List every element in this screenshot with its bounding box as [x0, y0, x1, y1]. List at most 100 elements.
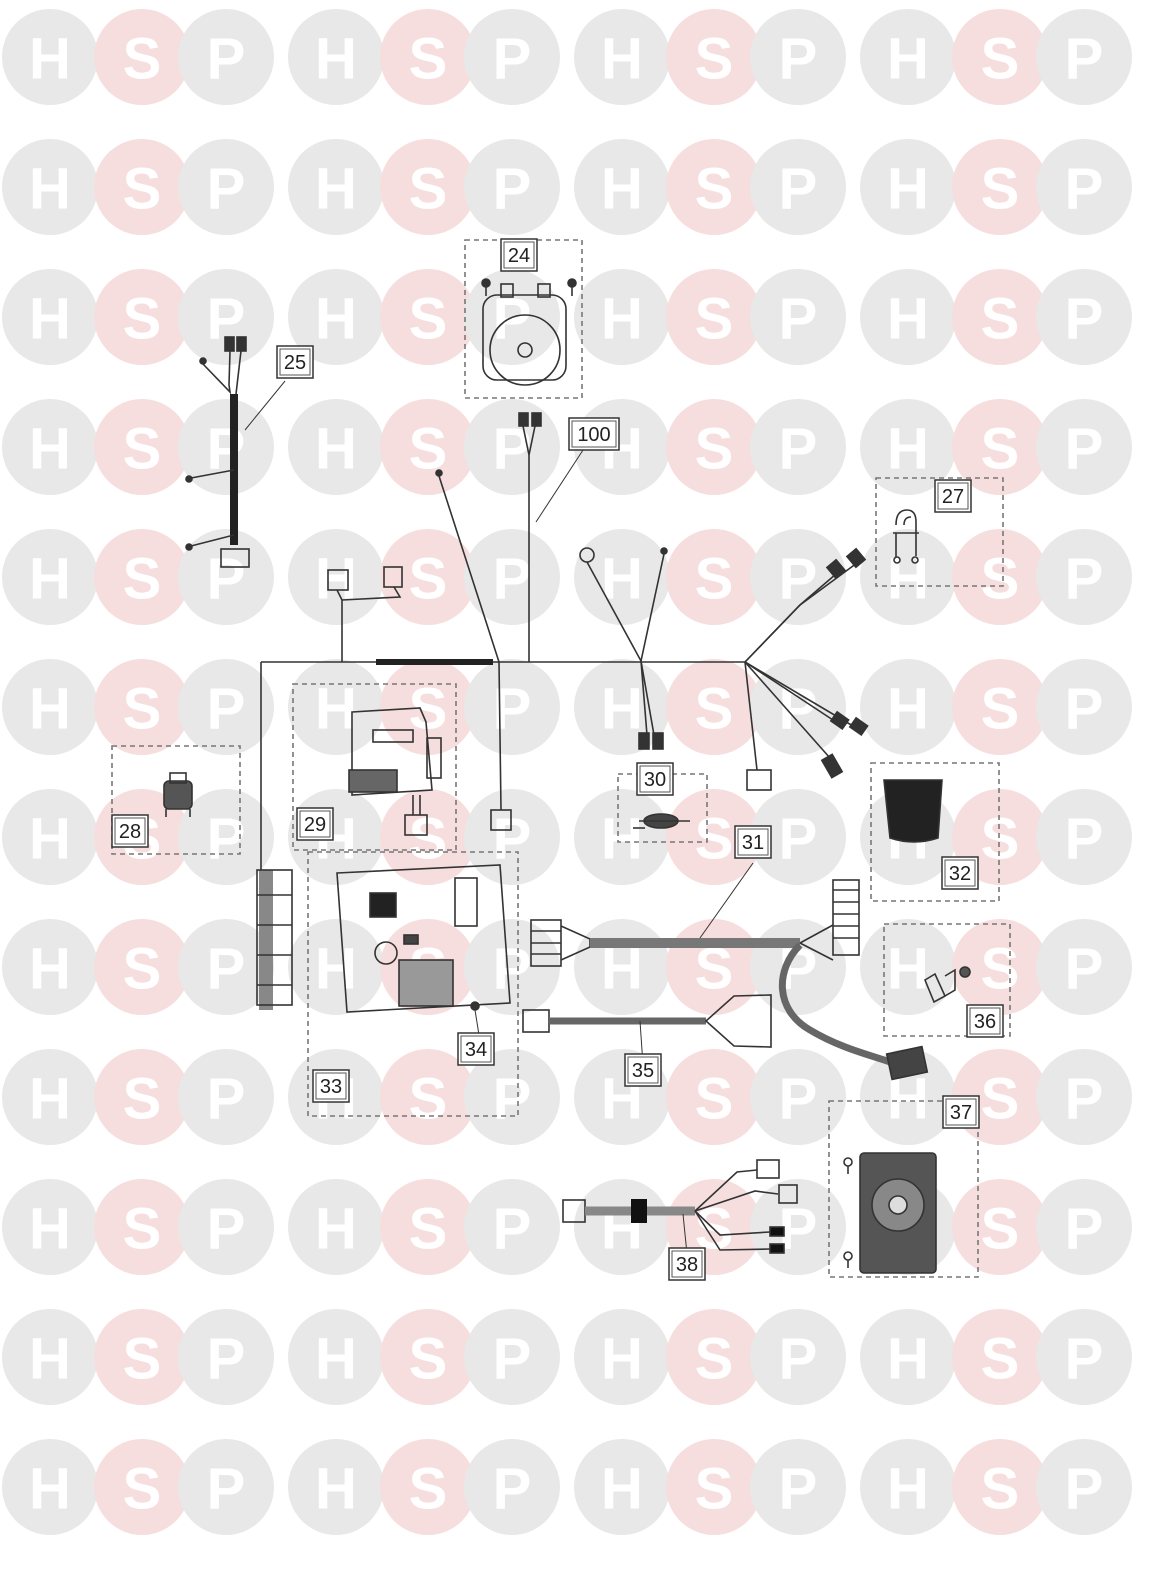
part-32-cover [883, 779, 943, 843]
watermark-letter: H [315, 27, 357, 92]
watermark-letter: S [123, 287, 162, 352]
watermark-letter: P [779, 1457, 818, 1522]
watermark-letter: H [887, 417, 929, 482]
callout-27: 27 [934, 479, 972, 513]
watermark-s-badge: S [380, 139, 476, 235]
watermark-p-badge: P [750, 919, 846, 1015]
callout-33: 33 [312, 1069, 350, 1103]
watermark-letter: S [123, 1327, 162, 1392]
watermark-s-badge: S [94, 529, 190, 625]
part-37-ignition-unit [843, 1152, 937, 1274]
watermark-h-badge: H [288, 399, 384, 495]
watermark-s-badge: S [666, 9, 762, 105]
callout-25: 25 [276, 345, 314, 379]
watermark-letter: P [779, 417, 818, 482]
watermark-s-badge: S [380, 659, 476, 755]
watermark-h-badge: H [574, 1439, 670, 1535]
watermark-h-badge: H [288, 1179, 384, 1275]
watermark-h-badge: H [2, 659, 98, 755]
watermark-letter: H [315, 1457, 357, 1522]
watermark-s-badge: S [380, 789, 476, 885]
callout-label: 37 [950, 1102, 972, 1124]
watermark-letter: S [981, 937, 1020, 1002]
watermark-p-badge: P [1036, 9, 1132, 105]
watermark-letter: H [315, 547, 357, 612]
watermark-letter: S [123, 27, 162, 92]
watermark-letter: S [409, 1197, 448, 1262]
callout-label: 36 [974, 1011, 996, 1033]
callout-100: 100 [568, 417, 620, 451]
watermark-letter: H [887, 677, 929, 742]
part-24-pressure-switch [481, 278, 577, 386]
watermark-letter: H [29, 547, 71, 612]
watermark-s-badge: S [952, 269, 1048, 365]
watermark-h-badge: H [574, 529, 670, 625]
watermark-p-badge: P [464, 529, 560, 625]
watermark-letter: H [601, 807, 643, 872]
watermark-p-badge: P [750, 399, 846, 495]
part-30-box [617, 773, 708, 843]
watermark-letter: P [779, 547, 818, 612]
part-36-bracket [923, 966, 971, 1004]
watermark-letter: H [29, 417, 71, 482]
watermark-p-badge: P [750, 1049, 846, 1145]
watermark-p-badge: P [1036, 1049, 1132, 1145]
watermark-h-badge: H [2, 9, 98, 105]
watermark-letter: H [315, 1327, 357, 1392]
watermark-h-badge: H [2, 1179, 98, 1275]
watermark-p-badge: P [1036, 529, 1132, 625]
watermark-p-badge: P [178, 919, 274, 1015]
watermark-p-badge: P [464, 9, 560, 105]
callout-label: 27 [942, 486, 964, 508]
watermark-letter: P [779, 27, 818, 92]
watermark-s-badge: S [666, 269, 762, 365]
watermark-letter: S [981, 677, 1020, 742]
watermark-letter: P [207, 1457, 246, 1522]
watermark-letter: P [493, 1197, 532, 1262]
watermark-letter: S [981, 807, 1020, 872]
watermark-p-badge: P [750, 1439, 846, 1535]
watermark-letter: S [695, 1067, 734, 1132]
watermark-letter: P [1065, 677, 1104, 742]
watermark-letter: S [695, 677, 734, 742]
callout-label: 35 [632, 1060, 654, 1082]
watermark-h-badge: H [288, 659, 384, 755]
watermark-h-badge: H [2, 1049, 98, 1145]
callout-label: 34 [465, 1039, 487, 1061]
watermark-s-badge: S [666, 919, 762, 1015]
watermark-letter: S [981, 287, 1020, 352]
watermark-p-badge: P [464, 919, 560, 1015]
watermark-p-badge: P [1036, 659, 1132, 755]
watermark-letter: H [29, 157, 71, 222]
watermark-letter: S [695, 417, 734, 482]
watermark-s-badge: S [380, 1179, 476, 1275]
watermark-letter: S [409, 1327, 448, 1392]
callout-label: 100 [577, 424, 610, 446]
watermark-s-badge: S [952, 659, 1048, 755]
watermark-p-badge: P [750, 789, 846, 885]
watermark-p-badge: P [464, 139, 560, 235]
watermark-h-badge: H [288, 529, 384, 625]
watermark-s-badge: S [94, 1179, 190, 1275]
watermark-letter: H [601, 1457, 643, 1522]
watermark-letter: P [493, 677, 532, 742]
watermark-h-badge: H [860, 1439, 956, 1535]
watermark-letter: H [29, 1457, 71, 1522]
watermark-letter: P [493, 27, 532, 92]
callout-34: 34 [457, 1032, 495, 1066]
watermark-letter: S [981, 1197, 1020, 1262]
watermark-p-badge: P [750, 139, 846, 235]
watermark-letter: P [207, 417, 246, 482]
watermark-s-badge: S [94, 1309, 190, 1405]
watermark-s-badge: S [952, 529, 1048, 625]
watermark-letter: H [601, 287, 643, 352]
watermark-letter: P [1065, 1067, 1104, 1132]
watermark-s-badge: S [94, 269, 190, 365]
watermark-letter: H [29, 1197, 71, 1262]
watermark-letter: H [315, 1197, 357, 1262]
watermark-h-badge: H [860, 139, 956, 235]
watermark-letter: P [493, 807, 532, 872]
part-28-box [111, 745, 241, 855]
